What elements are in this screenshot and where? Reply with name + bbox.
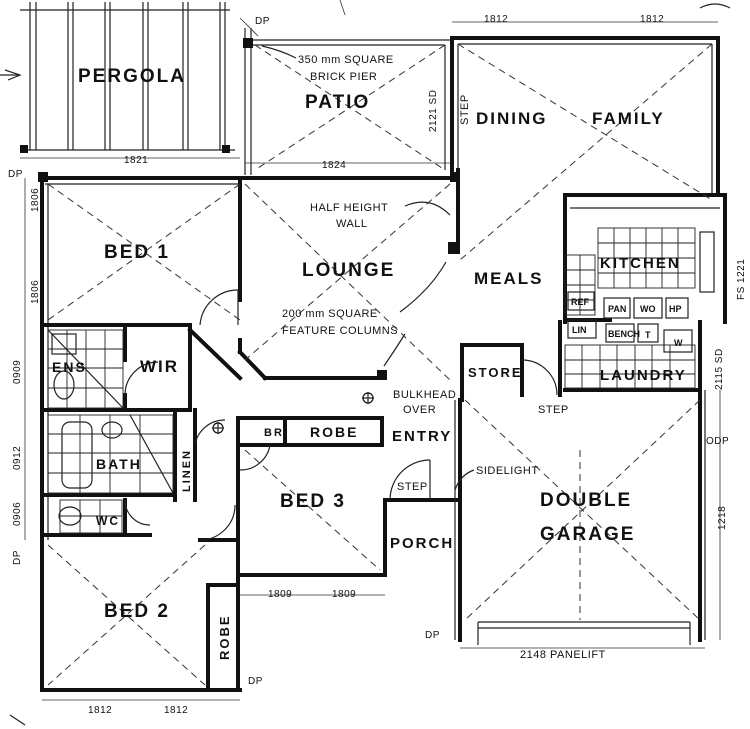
sketch-marks: [0, 3, 731, 726]
note-odp: ODP: [706, 436, 729, 447]
note-bulkhead-line2: OVER: [403, 404, 436, 416]
dimension-lines: [20, 0, 721, 701]
fixture-label-t: T: [645, 330, 651, 340]
dim-kitchen-fs: FS 1221: [736, 259, 747, 300]
note-pier-line1: 350 mm SQUARE: [298, 54, 394, 66]
tile-bath: [47, 414, 174, 494]
tile-ens: [47, 329, 124, 409]
room-label-garage: GARAGE: [540, 524, 635, 545]
room-label-wir: WIR: [140, 357, 179, 376]
dim-top-right: 1812: [640, 14, 664, 25]
note-dp-garage: DP: [425, 630, 440, 641]
tile-wc: [58, 499, 123, 534]
room-label-bath: BATH: [96, 456, 142, 472]
note-halfwall-line2: WALL: [336, 218, 368, 230]
patio-structure: [239, 17, 450, 175]
note-column-line1: 200 mm SQUARE: [282, 308, 378, 320]
dim-bed1-lower: 1806: [30, 280, 41, 304]
room-label-br: BR: [264, 427, 284, 439]
room-label-family: FAMILY: [592, 109, 665, 128]
room-label-ens: ENS: [52, 359, 87, 375]
room-label-lounge: LOUNGE: [302, 260, 395, 281]
dim-laundry-sd: 2115 SD: [714, 348, 725, 390]
ceiling-lines: [47, 43, 713, 686]
note-step-porch: STEP: [397, 481, 428, 493]
room-label-linen: LINEN: [181, 449, 193, 492]
room-label-bed1: BED 1: [104, 242, 170, 263]
fixture-label-hp: HP: [669, 304, 682, 314]
note-dp-bed1: DP: [8, 169, 23, 180]
room-label-pergola: PERGOLA: [78, 66, 186, 87]
note-dp-bed2-corner: DP: [248, 676, 263, 687]
tile-kitchen: [564, 227, 696, 316]
room-label-entry: ENTRY: [392, 428, 452, 445]
room-label-bed2: BED 2: [104, 601, 170, 622]
note-dp-bed2: DP: [12, 550, 23, 565]
dim-pergola-bottom: 1821: [124, 155, 148, 166]
note-step-garage: STEP: [538, 404, 569, 416]
dim-bed3-right: 1809: [332, 589, 356, 600]
note-sidelight: SIDELIGHT: [476, 465, 539, 477]
fixture-label-ref: REF: [571, 297, 590, 307]
note-step-patio: STEP: [459, 94, 471, 125]
room-label-double: DOUBLE: [540, 490, 632, 511]
note-halfwall-line1: HALF HEIGHT: [310, 202, 388, 214]
room-label-wc: WC: [96, 514, 120, 528]
dim-garage-side: 1218: [717, 506, 728, 530]
note-panelift: 2148 PANELIFT: [520, 649, 606, 661]
dim-patio-bottom: 1824: [322, 160, 346, 171]
room-label-store: STORE: [468, 365, 523, 380]
note-column-line2: FEATURE COLUMNS: [282, 325, 398, 337]
dim-bed1-upper: 1806: [30, 188, 41, 212]
dim-top-left: 1812: [484, 14, 508, 25]
room-label-patio: PATIO: [305, 92, 370, 113]
kitchen-appliances: [567, 231, 715, 353]
doors: [124, 289, 558, 541]
dim-bath-window: 0912: [12, 446, 23, 470]
room-label-robe2: ROBE: [217, 614, 232, 660]
dim-patio-side: 2121 SD: [428, 90, 439, 132]
room-label-meals: MEALS: [474, 269, 544, 288]
fixture-label-bench: BENCH: [608, 329, 640, 339]
room-label-porch: PORCH: [390, 535, 454, 552]
dim-bed2-left: 1812: [88, 705, 112, 716]
dim-bed3-left: 1809: [268, 589, 292, 600]
dim-bed2-right: 1812: [164, 705, 188, 716]
tile-laundry: [564, 344, 696, 389]
note-dp-patio: DP: [255, 16, 270, 27]
fixture-label-wo: WO: [640, 304, 656, 314]
dim-wc-window: 0906: [12, 502, 23, 526]
fixture-label-pan: PAN: [608, 304, 626, 314]
columns: [38, 172, 460, 434]
room-label-kitchen: KITCHEN: [600, 255, 681, 272]
dim-ens-window: 0909: [12, 360, 23, 384]
fixture-label-w: W: [674, 338, 683, 348]
room-label-dining: DINING: [476, 109, 548, 128]
pergola-structure: [20, 2, 235, 153]
room-label-laundry: LAUNDRY: [600, 367, 687, 384]
note-bulkhead-line1: BULKHEAD: [393, 389, 456, 401]
note-pier-line2: BRICK PIER: [310, 71, 377, 83]
room-label-bed3: BED 3: [280, 491, 346, 512]
fixture-label-lin: LIN: [572, 325, 587, 335]
room-label-robe3: ROBE: [310, 424, 358, 440]
